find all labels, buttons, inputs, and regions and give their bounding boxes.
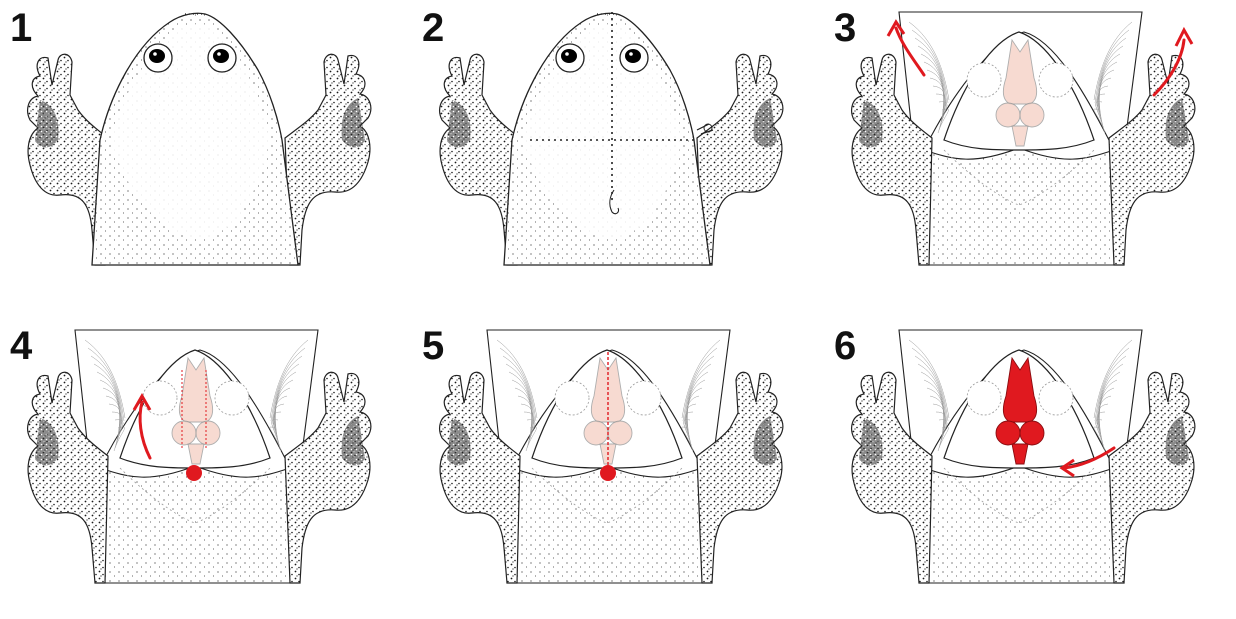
eye-glint [217,52,221,56]
panel-label-2: 2 [422,8,444,48]
orbit-right [1039,381,1073,415]
optic-lobe-right [608,421,632,445]
eye-glint [565,52,569,56]
optic-lobe-right [1020,103,1044,127]
optic-lobe-left [996,103,1020,127]
panel-1 [28,13,371,265]
panel-label-5: 5 [422,326,444,366]
orbit-left [967,381,1001,415]
panel-5 [440,330,783,583]
panel-3 [852,12,1195,265]
red-dot-icon [600,465,616,481]
panel-2 [440,12,783,265]
pupil-icon [149,49,165,63]
pupil-icon [213,49,229,63]
orbit-left [143,381,177,415]
eye-glint [629,52,633,56]
panel-label-6: 6 [834,326,856,366]
optic-lobe-right [196,421,220,445]
orbit-right [627,381,661,415]
body-skin [919,466,1124,583]
body-skin [919,148,1124,265]
body-skin [95,466,300,583]
panel-4 [28,330,371,583]
optic-lobe-left [996,421,1020,445]
optic-lobe-left [172,421,196,445]
right-hand-icon [697,54,783,265]
right-hand-icon [285,54,371,265]
eye-glint [153,52,157,56]
panel-label-4: 4 [10,326,32,366]
orbit-left [555,381,589,415]
orbit-right [1039,63,1073,97]
pupil-icon [625,49,641,63]
orbit-right [215,381,249,415]
panel-label-3: 3 [834,8,856,48]
pupil-icon [561,49,577,63]
body-skin [507,466,712,583]
panel-6 [852,330,1195,583]
panel-label-1: 1 [10,8,32,48]
optic-lobe-right [1020,421,1044,445]
optic-lobe-left [584,421,608,445]
orbit-left [967,63,1001,97]
red-dot-icon [186,465,202,481]
